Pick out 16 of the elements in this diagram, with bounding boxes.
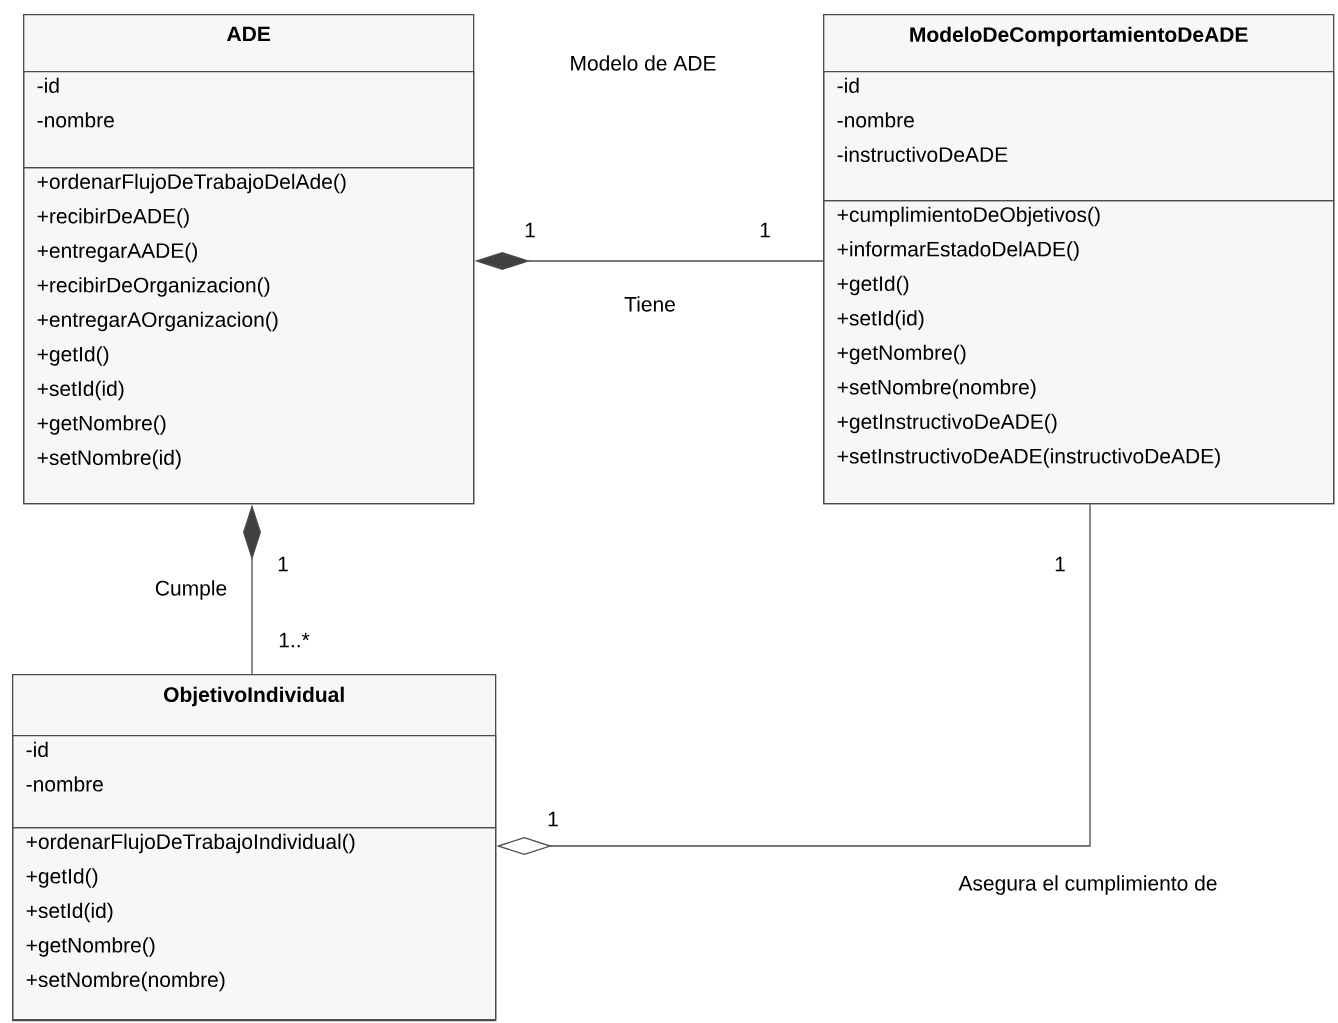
method-list: +ordenarFlujoDeTrabajoIndividual() +getId() +setId(id) +getNombre() +setNombre(nombre) bbox=[12, 827, 497, 1022]
multiplicity-label: 1 bbox=[525, 222, 535, 238]
multiplicity-label: 1..* bbox=[279, 632, 310, 648]
attribute-list: -id -nombre bbox=[12, 735, 497, 829]
edge-label: Tiene bbox=[622, 294, 678, 314]
multiplicity-label: 1 bbox=[760, 222, 770, 238]
method-list: +cumplimientoDeObjetivos() +informarEstadoDelADE() +getId() +setId(id) +getNombre() +setNombre(nombre) +getInstructivoDeADE() +setInstructivoDeADE(instructivoDeADE) bbox=[823, 200, 1335, 505]
attribute-list: -id -nombre -instructivoDeADE bbox=[823, 71, 1335, 202]
edge-label: Cumple bbox=[152, 578, 230, 602]
association-name: Modelo de ADE bbox=[571, 55, 716, 71]
multiplicity-label: 1 bbox=[548, 811, 558, 827]
multiplicity-label: 1 bbox=[278, 556, 288, 572]
multiplicity-label: 1 bbox=[1055, 556, 1065, 572]
edge-label: Asegura el cumplimiento de bbox=[956, 873, 1220, 897]
method-list: +ordenarFlujoDeTrabajoDelAde() +recibirDeADE() +entregarAADE() +recibirDeOrganizacion() +entregarAOrganizacion() +getId() +setId(id) +getNombre() +setNombre(id) bbox=[23, 167, 475, 505]
attribute-list: -id -nombre bbox=[23, 71, 475, 169]
